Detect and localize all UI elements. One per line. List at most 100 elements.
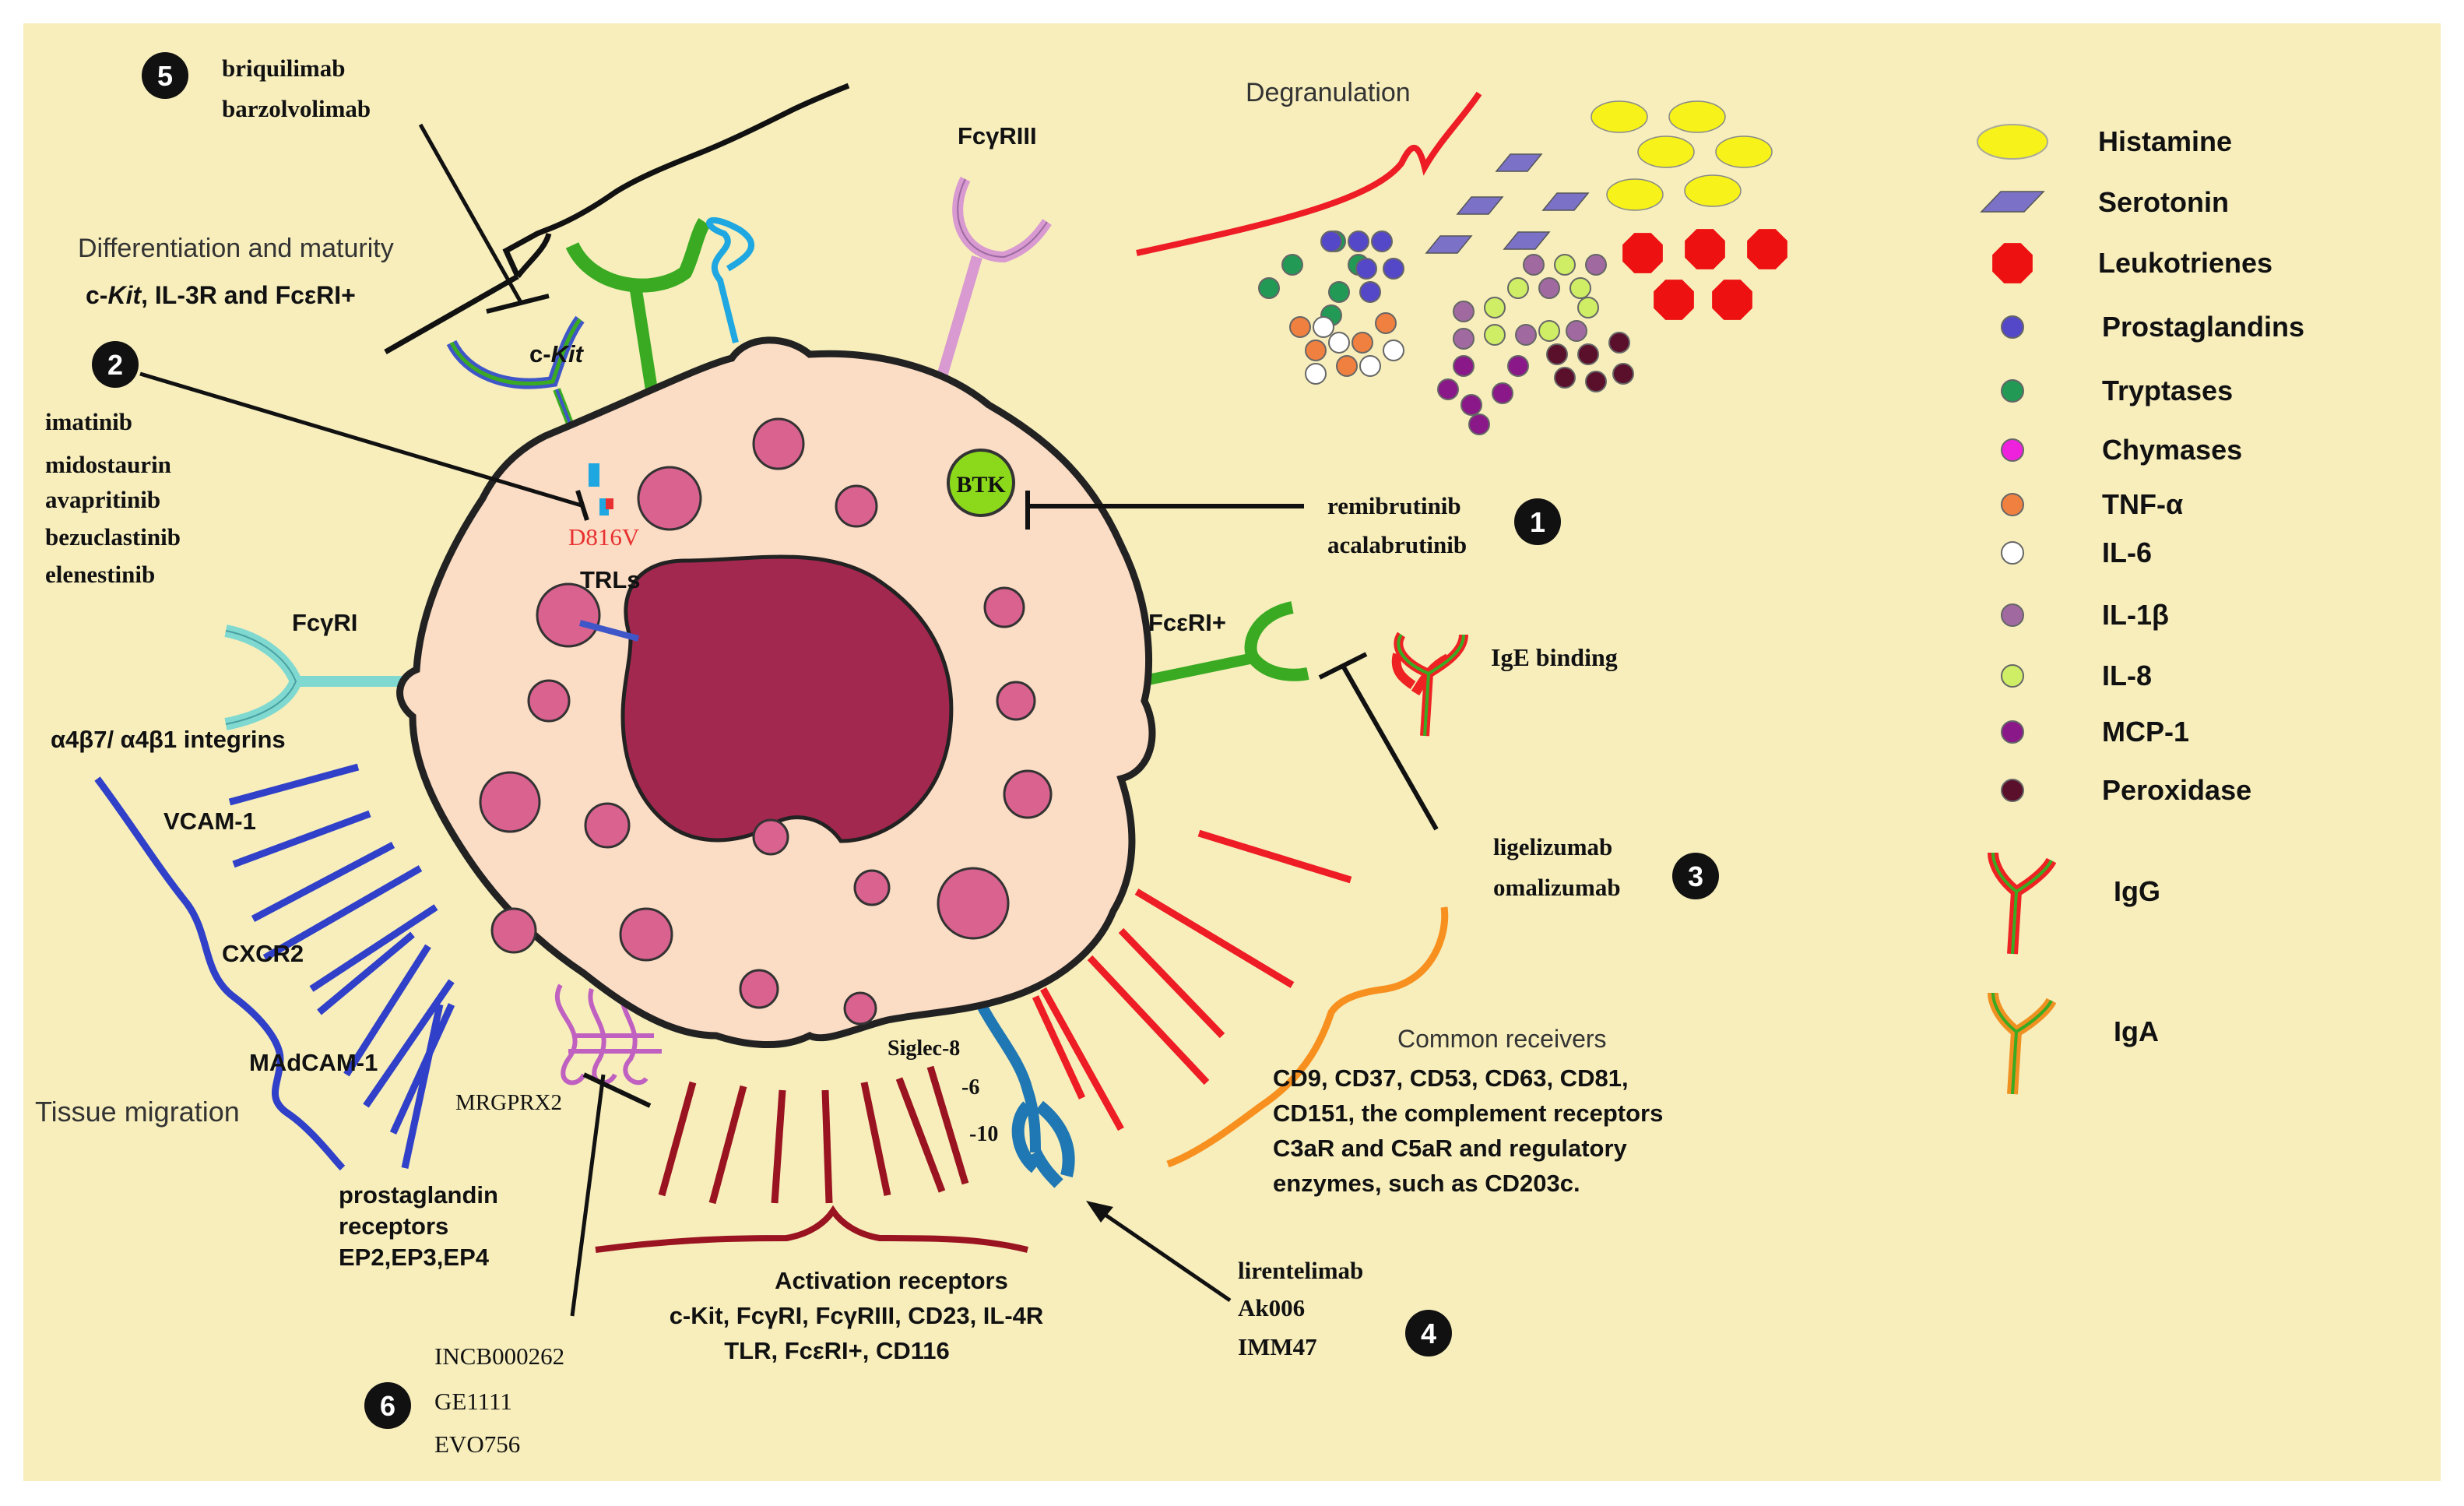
common-line	[1032, 995, 1086, 1100]
migration-line	[363, 979, 455, 1108]
inhibition-line-2	[139, 371, 585, 508]
degranulation-title: Degranulation	[1246, 78, 1411, 107]
activation-line	[771, 1089, 786, 1204]
inhibition-bar-5	[486, 294, 550, 314]
il8-granule	[1507, 277, 1529, 299]
tryptase-icon	[2001, 379, 2024, 403]
fcgri-outline	[225, 630, 297, 725]
peroxidase-granule	[1608, 332, 1630, 354]
migration-receptor-lines	[228, 763, 455, 1169]
serotonin-granule	[1456, 196, 1504, 215]
serotonin-icon	[1980, 191, 2045, 213]
serotonin-granule	[1541, 192, 1590, 211]
mcp1-granule	[1468, 413, 1490, 435]
activation-line-1: c-Kit, FcγRI, FcγRIII, CD23, IL-4R	[670, 1302, 1044, 1329]
migration-line	[309, 904, 438, 992]
drug-group-4-badge	[1405, 1310, 1452, 1356]
histamine-icon	[1977, 124, 2048, 160]
igg-icon	[1988, 852, 2057, 955]
granule	[937, 867, 1010, 940]
differentiation-receptors: c-Kit, IL-3R and FcεRI+	[86, 281, 356, 309]
legend-label: Peroxidase	[2102, 774, 2251, 806]
drug-3-b: omalizumab	[1493, 874, 1621, 901]
drug-group-4: 4 lirentelimab Ak006 IMM47	[1238, 1257, 1452, 1360]
peroxidase-granule	[1546, 343, 1568, 365]
fceri-stalk	[1139, 653, 1255, 687]
il1b-granule	[1538, 277, 1560, 299]
drug-group-2: 2 imatinib midostaurin avapritinib bezuc…	[45, 341, 181, 588]
activation-line	[708, 1085, 747, 1205]
legend-label: TNF-α	[2102, 488, 2183, 520]
granule	[637, 466, 702, 531]
activation-line-2: TLR, FcεRI+, CD116	[724, 1337, 950, 1364]
il1b-granule	[1585, 254, 1607, 276]
drug-2-c: avapritinib	[45, 486, 160, 513]
released-mediators	[1258, 100, 1787, 435]
histamine-granule	[1637, 135, 1695, 168]
peroxidase-granule	[1577, 343, 1599, 365]
siglec-6-label: -6	[961, 1075, 979, 1100]
fcgriii-outline	[957, 178, 1048, 259]
leukotriene-granule	[1622, 233, 1663, 273]
mcp1-granule	[1492, 382, 1513, 404]
arrow-line-4	[1092, 1205, 1232, 1303]
il8-icon	[2001, 664, 2024, 688]
siglec-stalk	[972, 994, 1041, 1153]
mcp1-granule	[1507, 355, 1529, 377]
legend-item: IL-1β	[2001, 599, 2169, 631]
legend-item: Tryptases	[2001, 375, 2233, 406]
granule	[853, 869, 891, 906]
il6-granule	[1328, 332, 1350, 354]
fcgriii-stalk	[933, 255, 982, 391]
il1b-granule	[1453, 328, 1475, 350]
legend-item: IL-8	[2001, 660, 2152, 691]
drug-group-1-badge	[1514, 498, 1561, 545]
drug-2-e: elenestinib	[45, 561, 155, 588]
granule	[739, 969, 779, 1009]
il6-granule	[1305, 363, 1327, 385]
inhibition-line-6	[570, 1074, 606, 1317]
ige-binding-label: IgE binding	[1491, 643, 1618, 671]
migration-line	[401, 1004, 444, 1169]
il1b-granule	[1523, 254, 1545, 276]
drug-group-2-number: 2	[107, 349, 123, 381]
inhibition-bar-3	[1318, 652, 1368, 680]
legend-item: Serotonin	[1980, 186, 2229, 218]
common-line	[1118, 927, 1225, 1039]
activation-line	[658, 1081, 697, 1197]
legend-item: IgG	[1988, 852, 2160, 955]
histamine-granule	[1668, 100, 1726, 133]
btk-label: BTK	[956, 472, 1006, 498]
tnf-icon	[2001, 493, 2024, 516]
legend-item: Chymases	[2001, 434, 2242, 466]
arrow-head-4	[1086, 1201, 1113, 1223]
drug-4-a: lirentelimab	[1238, 1257, 1363, 1284]
migration-brace	[94, 776, 346, 1171]
common-receptor-lines	[1032, 829, 1352, 1131]
btk-node	[947, 449, 1015, 517]
granule	[752, 417, 805, 470]
integrins-label: α4β7/ α4β1 integrins	[51, 726, 286, 753]
common-line-3: C3aR and C5aR and regulatory	[1273, 1135, 1628, 1162]
activation-line	[860, 1082, 891, 1196]
iga-icon	[1988, 992, 2057, 1095]
drug-group-2-badge	[92, 341, 139, 388]
prostaglandin-granule	[1348, 230, 1369, 252]
drug-group-3: 3 ligelizumab omalizumab	[1493, 833, 1719, 901]
leukotriene-granule	[1747, 229, 1787, 269]
d816v-marker-red	[606, 498, 613, 509]
drug-3-a: ligelizumab	[1493, 833, 1612, 860]
serotonin-granule	[1495, 153, 1543, 172]
prostaglandin-icon	[2001, 315, 2024, 339]
tryptase-granule	[1328, 281, 1350, 303]
tnf-granule	[1305, 340, 1327, 361]
drug-group-5-badge	[142, 52, 188, 99]
legend-item: IgA	[1988, 992, 2159, 1095]
granule	[536, 582, 601, 648]
drug-4-c: IMM47	[1238, 1333, 1317, 1360]
leukotriene-granule	[1685, 229, 1725, 269]
il8-granule	[1538, 320, 1560, 342]
siglec-8-label: Siglec-8	[888, 1036, 960, 1061]
granule	[835, 484, 878, 528]
